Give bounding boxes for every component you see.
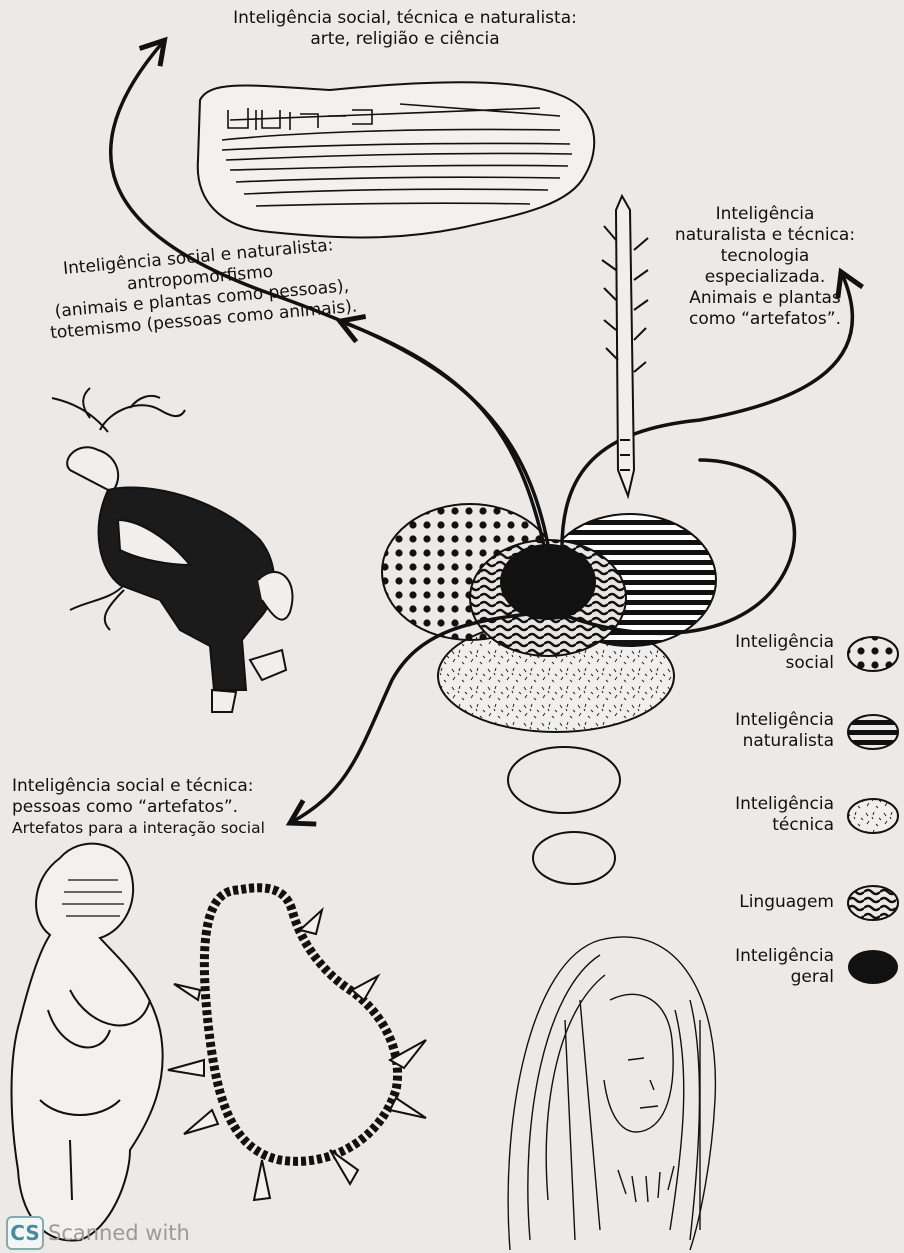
arrow-to-left-upper-label	[342, 322, 546, 555]
legend-technical-line-2: técnica	[735, 815, 834, 836]
venn-technical-ellipse	[438, 620, 674, 732]
necklace-illustration	[168, 888, 426, 1200]
left-lower-label: Inteligência social e técnica: pessoas c…	[12, 776, 312, 839]
scanner-watermark: CS Scanned with	[6, 1216, 190, 1250]
black-oval-icon	[848, 950, 898, 984]
legend-naturalist-line-2: naturalista	[735, 731, 834, 752]
venn-naturalist-ellipse	[544, 514, 716, 646]
venus-figurine-illustration	[12, 844, 163, 1241]
arrows	[111, 42, 853, 822]
right-label-line-2: naturalista e técnica:	[650, 225, 880, 246]
legend-social-line-1: Inteligência	[735, 632, 834, 653]
venn-diagram	[382, 504, 716, 884]
right-label-line-3: tecnologia	[650, 246, 880, 267]
dotted-oval-icon	[848, 637, 898, 671]
speckled-oval-icon	[848, 799, 898, 833]
left-lower-label-line-3: Artefatos para a interação social	[12, 818, 312, 839]
arrow-to-right-loop	[556, 460, 794, 633]
right-label-line-4: especializada.	[650, 267, 880, 288]
deer-man-illustration	[52, 388, 292, 712]
venn-general-ellipse	[500, 544, 596, 620]
legend-naturalist-line-1: Inteligência	[735, 710, 834, 731]
legend-technical-line-1: Inteligência	[735, 794, 834, 815]
right-label-line-1: Inteligência	[650, 204, 880, 225]
empty-oval-1	[508, 747, 620, 813]
legend-general-line-2: geral	[735, 967, 834, 988]
legend-item-technical: Inteligência técnica	[735, 794, 842, 836]
wavy-oval-icon	[848, 886, 898, 920]
top-label-line-2: arte, religião e ciência	[170, 29, 640, 50]
arrow-to-left-lower-label	[292, 612, 546, 822]
left-lower-label-line-1: Inteligência social e técnica:	[12, 776, 312, 797]
left-upper-label: Inteligência social e naturalista: antro…	[28, 232, 374, 345]
top-label: Inteligência social, técnica e naturalis…	[170, 8, 640, 50]
top-label-line-1: Inteligência social, técnica e naturalis…	[170, 8, 640, 29]
harpoon-illustration	[602, 196, 648, 496]
empty-oval-2	[533, 832, 615, 884]
watermark-text: Scanned with	[48, 1221, 190, 1245]
left-lower-label-line-2: pessoas como “artefatos”.	[12, 797, 312, 818]
right-label-line-6: como “artefatos”.	[650, 309, 880, 330]
legend-social-line-2: social	[735, 653, 834, 674]
right-label: Inteligência naturalista e técnica: tecn…	[650, 204, 880, 330]
engraved-stone-illustration	[198, 82, 594, 237]
striped-oval-icon	[848, 715, 898, 749]
woman-portrait-illustration	[508, 937, 715, 1250]
legend-item-naturalist: Inteligência naturalista	[735, 710, 842, 752]
venn-social-ellipse	[382, 504, 558, 640]
legend-item-language: Linguagem	[739, 892, 842, 913]
legend-item-general: Inteligência geral	[735, 946, 842, 988]
legend-general-line-1: Inteligência	[735, 946, 834, 967]
right-label-line-5: Animais e plantas	[650, 288, 880, 309]
legend-language-line-1: Linguagem	[739, 892, 834, 913]
legend-swatches	[848, 637, 898, 984]
venn-language-ellipse	[470, 540, 626, 656]
legend-item-social: Inteligência social	[735, 632, 842, 674]
camscanner-logo-icon: CS	[6, 1216, 44, 1250]
